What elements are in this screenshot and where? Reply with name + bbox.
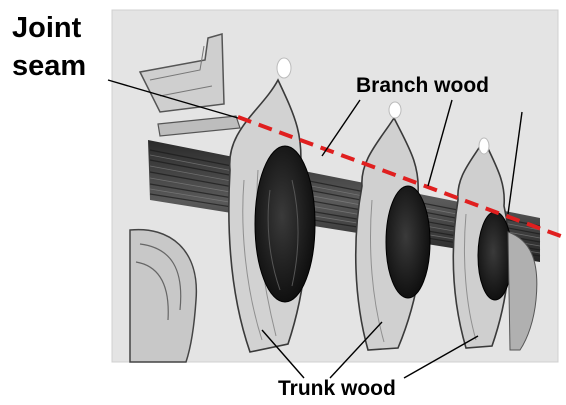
branch-wood-label: Branch wood	[356, 74, 489, 98]
joint-seam-label-line2: seam	[12, 50, 86, 83]
joint-seam-label-line1: Joint	[12, 12, 81, 45]
trunk-wood-label: Trunk wood	[278, 377, 396, 401]
